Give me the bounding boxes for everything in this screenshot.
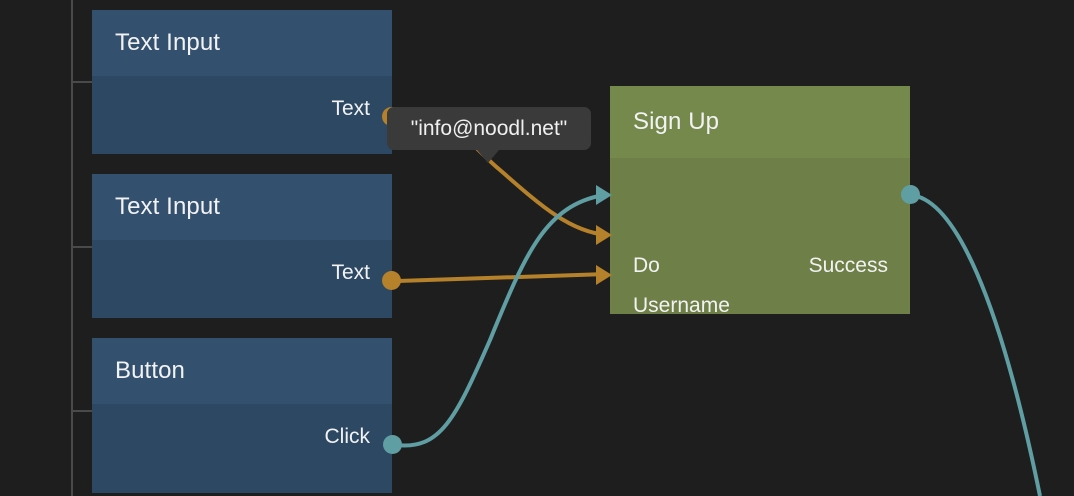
port-row-output-text[interactable]: Text	[331, 96, 370, 122]
port-label: Text	[331, 97, 370, 120]
port-connector-sign-up-password[interactable]	[596, 265, 612, 285]
port-row-output-click[interactable]: Click	[325, 424, 371, 450]
node-text-input-2[interactable]: Text Input Text	[92, 174, 392, 318]
node-header: Sign Up	[610, 86, 910, 158]
node-body: Do Username Password Success	[610, 158, 910, 314]
port-label: Success	[808, 254, 888, 277]
node-header: Text Input	[92, 174, 392, 240]
port-label: Username	[633, 294, 730, 314]
value-tooltip: "info@noodl.net"	[387, 107, 591, 150]
node-body: Click	[92, 404, 392, 493]
port-label: Click	[324, 425, 371, 448]
node-text-input-1[interactable]: Text Input Text	[92, 10, 392, 154]
node-button[interactable]: Button Click	[92, 338, 392, 493]
hierarchy-rail-tick-3	[71, 410, 92, 412]
port-label: Text	[331, 261, 370, 284]
node-body: Text	[92, 76, 392, 154]
port-connector-sign-up-do[interactable]	[596, 185, 612, 205]
hierarchy-rail-tick-2	[71, 246, 92, 248]
node-title: Text Input	[115, 193, 221, 220]
port-connector-text-input-2-text[interactable]	[382, 271, 401, 290]
value-tooltip-text: "info@noodl.net"	[410, 116, 568, 140]
node-title: Button	[115, 357, 185, 384]
port-connector-sign-up-success[interactable]	[901, 185, 920, 204]
hierarchy-rail-tick-1	[71, 81, 92, 83]
port-row-input-username[interactable]: Username	[633, 293, 730, 314]
node-header: Button	[92, 338, 392, 404]
port-label: Do	[633, 254, 660, 277]
hierarchy-rail-vertical	[71, 0, 73, 496]
node-title: Sign Up	[633, 108, 720, 135]
port-connector-button-click[interactable]	[383, 435, 402, 454]
node-title: Text Input	[115, 29, 221, 56]
node-body: Text	[92, 240, 392, 318]
port-connector-sign-up-username[interactable]	[596, 225, 612, 245]
value-tooltip-pointer	[477, 150, 499, 163]
port-row-output-success[interactable]: Success	[809, 253, 888, 279]
port-row-input-do[interactable]: Do	[633, 253, 660, 279]
node-header: Text Input	[92, 10, 392, 76]
port-row-output-text[interactable]: Text	[331, 260, 370, 286]
node-sign-up[interactable]: Sign Up Do Username Password Success	[610, 86, 910, 314]
